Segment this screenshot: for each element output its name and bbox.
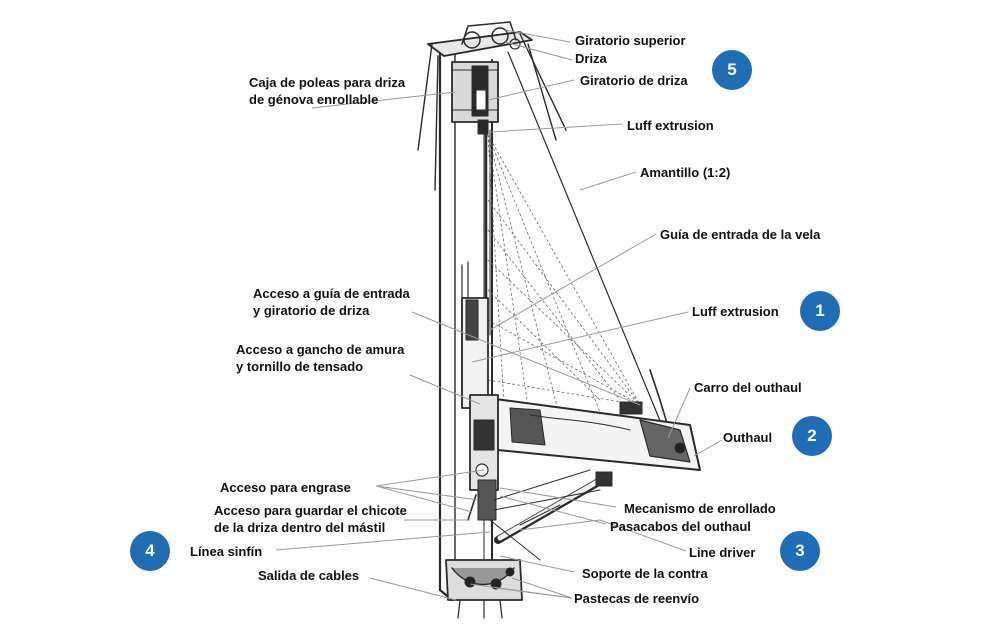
cable-exit bbox=[457, 599, 503, 619]
topping-lift bbox=[507, 51, 669, 441]
label-acceso-guia-line2: y giratorio de driza bbox=[253, 303, 370, 318]
label-giratorio-de-driza: Giratorio de driza bbox=[580, 73, 688, 88]
furling-mechanism bbox=[473, 419, 495, 451]
masthead-sheave-3 bbox=[509, 38, 521, 50]
access-port-top bbox=[465, 299, 479, 341]
shroud-left-2 bbox=[434, 55, 439, 191]
shroud-left-1 bbox=[417, 43, 433, 151]
leader-lines bbox=[275, 29, 723, 601]
label-acceso-gancho-line2: y tornillo de tensado bbox=[236, 359, 364, 374]
boom-gooseneck bbox=[509, 407, 546, 446]
label-driza: Driza bbox=[575, 51, 607, 66]
outhaul-car bbox=[619, 401, 643, 415]
label-caja-poleas-line2: de génova enrollable bbox=[249, 92, 379, 107]
badge-5: 5 bbox=[712, 50, 752, 90]
turning-block-1 bbox=[464, 576, 476, 588]
label-luff-extrusion-top: Luff extrusion bbox=[627, 118, 714, 133]
label-acceso-guardar-line1: Acceso para guardar el chicote bbox=[214, 503, 407, 518]
label-carro-outhaul: Carro del outhaul bbox=[694, 380, 802, 395]
label-guia-entrada-vela: Guía de entrada de la vela bbox=[660, 227, 821, 242]
halyard-stowage bbox=[477, 479, 497, 521]
masthead-crane bbox=[427, 31, 533, 57]
label-luff-extrusion-mid: Luff extrusion bbox=[692, 304, 779, 319]
halyard-swivel bbox=[475, 89, 487, 111]
outhaul-line bbox=[493, 469, 591, 501]
shroud-right-1 bbox=[519, 33, 567, 131]
label-linea-sinfin: Línea sinfín bbox=[190, 544, 263, 559]
label-soporte-contra: Soporte de la contra bbox=[582, 566, 708, 581]
badge-4: 4 bbox=[130, 531, 170, 571]
vang-boom-fitting bbox=[595, 471, 613, 487]
label-outhaul: Outhaul bbox=[723, 430, 773, 445]
vang-detail bbox=[519, 504, 561, 526]
label-acceso-gancho-line1: Acceso a gancho de amura bbox=[236, 342, 405, 357]
turning-block-3 bbox=[505, 567, 515, 577]
label-mecanismo-enrollado: Mecanismo de enrollado bbox=[624, 501, 776, 516]
endless-line-lower bbox=[489, 519, 541, 561]
outhaul-sheave bbox=[674, 442, 686, 454]
label-acceso-engrase: Acceso para engrase bbox=[220, 480, 351, 495]
swivel-link bbox=[477, 119, 489, 135]
label-acceso-guardar-line2: de la driza dentro del mástil bbox=[214, 520, 386, 535]
label-caja-poleas-line1: Caja de poleas para driza bbox=[249, 75, 406, 90]
shroud-right-2 bbox=[527, 43, 557, 141]
label-line-driver: Line driver bbox=[689, 545, 756, 560]
halyard-upper-access bbox=[461, 261, 469, 301]
label-amantillo: Amantillo (1:2) bbox=[640, 165, 731, 180]
label-salida-cables: Salida de cables bbox=[258, 568, 360, 583]
badge-1: 1 bbox=[800, 291, 840, 331]
mast-front-edge bbox=[438, 48, 454, 602]
boom-highlight bbox=[529, 414, 631, 431]
label-pasacabos-outhaul: Pasacabos del outhaul bbox=[610, 519, 751, 534]
masthead-sheave-2 bbox=[491, 27, 509, 45]
endless-line-upper bbox=[493, 489, 601, 511]
masthead-sheave-1 bbox=[463, 31, 481, 49]
label-acceso-guia-line1: Acceso a guía de entrada bbox=[253, 286, 410, 301]
turning-block-2 bbox=[490, 578, 502, 590]
sail-dotted bbox=[487, 134, 641, 421]
badge-2: 2 bbox=[792, 416, 832, 456]
label-pastecas-reenvio: Pastecas de reenvío bbox=[574, 591, 700, 606]
badge-3: 3 bbox=[780, 531, 820, 571]
label-giratorio-superior: Giratorio superior bbox=[575, 33, 686, 48]
vang-highlight bbox=[497, 475, 607, 541]
